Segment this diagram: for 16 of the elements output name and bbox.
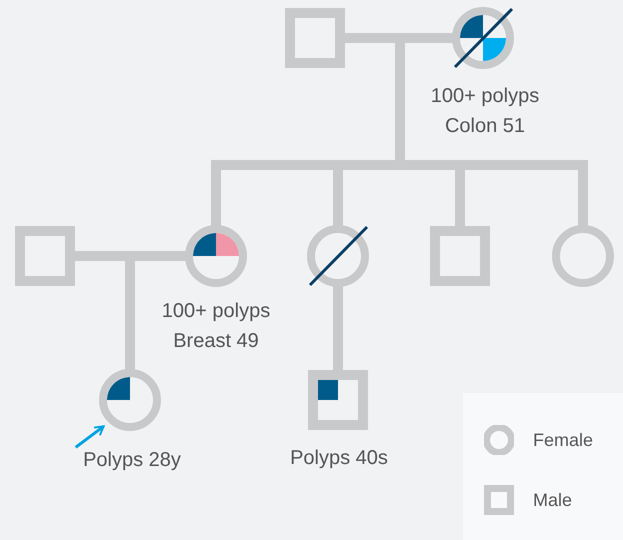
proband-arrow (74, 425, 105, 449)
female-symbol (185, 225, 247, 287)
female-symbol (99, 369, 161, 431)
legend-text: Female (533, 429, 594, 452)
annotation-text: Breast 49 (173, 329, 259, 353)
annotation-text: Polyps 40s (290, 446, 388, 470)
male-symbol (285, 8, 345, 68)
legend-text: Male (533, 489, 572, 512)
female-symbol (552, 225, 614, 287)
annotation-text: Colon 51 (444, 114, 526, 138)
annotation-text: 100+ polyps (430, 84, 540, 108)
annotation-text: 100+ polyps (162, 299, 270, 323)
male-symbol (15, 226, 75, 286)
male-symbol (430, 226, 490, 286)
male-symbol (308, 370, 368, 430)
annotation-text: Polyps 28y (83, 448, 181, 472)
